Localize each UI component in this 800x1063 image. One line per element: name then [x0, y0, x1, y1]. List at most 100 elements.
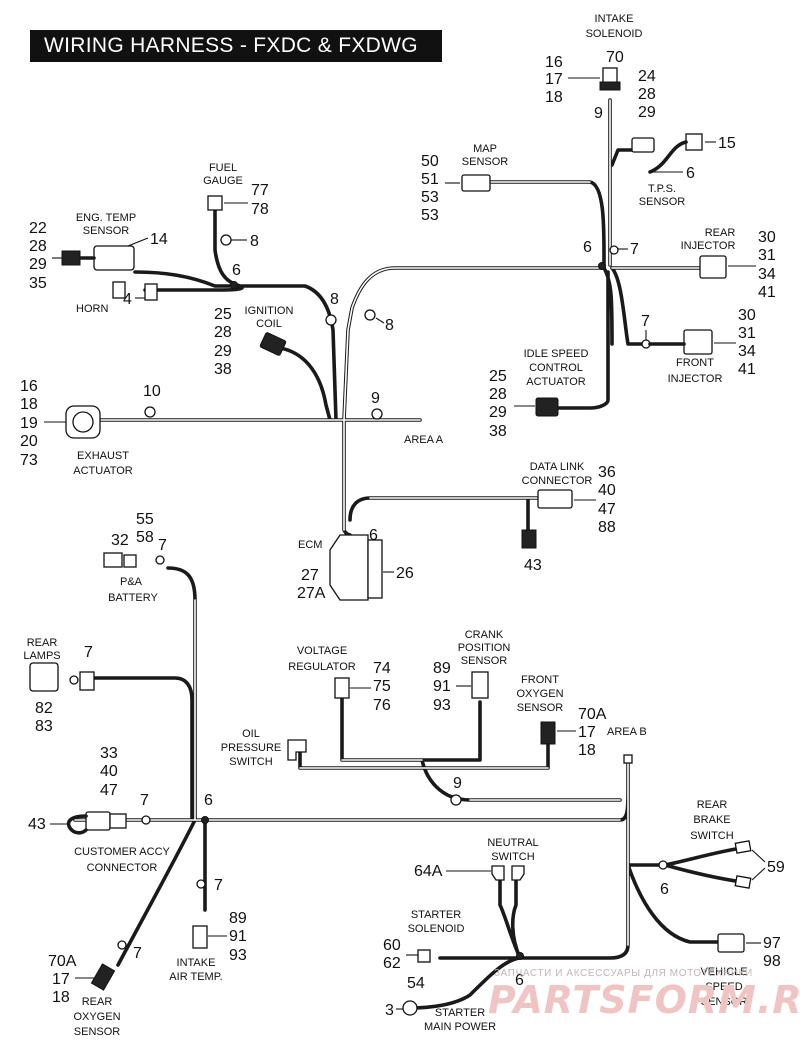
pa-battery-ref-32: 32	[111, 532, 129, 549]
ecm-ref-27: 27	[301, 567, 319, 584]
neutral-switch-terminal-b	[511, 865, 525, 881]
rear-lamps-ref-82: 82	[35, 700, 53, 717]
eng-temp-label-1: ENG. TEMP	[76, 212, 136, 224]
customer-accy-ref-40: 40	[100, 763, 118, 780]
intake-air-temp: 7 89 91 93 INTAKE AIR TEMP.	[169, 877, 247, 983]
rear-injector-label-1: REAR	[705, 227, 736, 239]
iac-label-3: ACTUATOR	[526, 376, 586, 388]
iat-ref-91: 91	[229, 928, 247, 945]
rear-oxygen-ref-70a: 70A	[48, 953, 77, 970]
starter-main-power-ref-54: 54	[407, 975, 425, 992]
rear-injector: REAR INJECTOR 30 31 34 41	[681, 227, 776, 301]
horn-label: HORN	[76, 303, 108, 315]
iac-ref-25: 25	[489, 368, 507, 385]
tps-ref-29: 29	[638, 104, 656, 121]
idle-speed-control-actuator: IDLE SPEED CONTROL ACTUATOR 25 28 29 38	[489, 348, 588, 440]
clip-9-oil	[450, 794, 462, 806]
rear-oxygen-sensor: 7 70A 17 18 REAR OXYGEN SENSOR	[48, 940, 142, 1038]
rear-lamps-connector	[79, 671, 95, 691]
junction-6a-ref: 6	[232, 262, 241, 279]
eng-temp-sensor: ENG. TEMP SENSOR 22 28 29 35 14	[29, 212, 168, 292]
intake-air-temp-connector	[192, 925, 208, 949]
intake-solenoid-label-1: INTAKE	[595, 13, 634, 25]
junctions-upper: 6 8 8 6 7	[230, 239, 639, 334]
map-ref-50: 50	[421, 153, 439, 170]
tps-connector	[631, 137, 655, 153]
rear-brake-terminal-b	[734, 875, 752, 889]
harness-wire	[73, 98, 744, 1010]
junction-6b-ref-7: 7	[630, 241, 639, 258]
rear-brake-label-1: REAR	[697, 799, 728, 811]
pa-battery-label-1: P&A	[120, 576, 143, 588]
ecm-body	[329, 534, 369, 601]
iac-ref-29: 29	[489, 404, 507, 421]
tps-label-1: T.P.S.	[648, 183, 676, 195]
clip-8a-ref: 8	[330, 291, 339, 308]
horn: HORN 4	[76, 281, 158, 315]
junction-6b-ref-6: 6	[583, 239, 592, 256]
crank-ref-89: 89	[433, 660, 451, 677]
iat-ref-7: 7	[214, 877, 223, 894]
data-link-ref-43: 43	[524, 557, 542, 574]
front-injector-ref-30: 30	[738, 307, 756, 324]
map-ref-53a: 53	[421, 189, 439, 206]
fuel-gauge-ref-78: 78	[251, 201, 269, 218]
tps-sensor: 24 28 29 15 6 T.P.S. SENSOR	[631, 68, 736, 208]
rear-oxygen-ref-17: 17	[52, 971, 70, 988]
starter-solenoid-terminal	[417, 949, 431, 963]
watermark: ЗАПЧАСТИ И АКСЕССУАРЫ ДЛЯ МОТОТЕХНИКИ PA…	[488, 968, 800, 1028]
front-oxygen-sensor: FRONT OXYGEN SENSOR 70A 17 18	[516, 674, 606, 759]
rear-injector-ref-41: 41	[758, 284, 776, 301]
clip-7-junction	[609, 245, 619, 255]
fuel-gauge: FUEL GAUGE 77 78 8	[203, 162, 269, 250]
harness-wires	[73, 98, 744, 1010]
rear-injector-label-2: INJECTOR	[681, 240, 736, 252]
fuel-gauge-ref-77: 77	[251, 182, 269, 199]
vehicle-speed-ref-98: 98	[763, 953, 781, 970]
pa-battery-label-2: BATTERY	[108, 592, 158, 604]
ignition-coil-connector	[259, 332, 287, 356]
area-b: AREA B	[607, 726, 647, 764]
map-label-1: MAP	[473, 143, 497, 155]
data-link-label-2: CONNECTOR	[522, 475, 593, 487]
clip-8a	[325, 314, 337, 326]
rear-lamps-ref-83: 83	[35, 718, 53, 735]
horn-connector-a	[112, 281, 126, 299]
intake-solenoid-ref-9: 9	[594, 105, 603, 122]
customer-accy-label-1: CUSTOMER ACCY	[74, 846, 170, 858]
rear-oxygen-ref-7: 7	[133, 945, 142, 962]
rear-injector-ref-31: 31	[758, 247, 776, 264]
tps-sensor-body	[685, 133, 703, 151]
voltage-regulator-ref-75: 75	[373, 678, 391, 695]
rear-lamps-ref-7: 7	[84, 644, 93, 661]
voltage-regulator-ref-76: 76	[373, 697, 391, 714]
front-injector-ref-41: 41	[738, 361, 756, 378]
clip-7-rear-lamps	[69, 675, 79, 685]
starter-solenoid-ref-60: 60	[383, 937, 401, 954]
vehicle-speed-label-3: SENSOR	[701, 996, 748, 1008]
starter-solenoid: STARTER SOLENOID 60 62 6	[383, 909, 524, 989]
ignition-coil-ref-38: 38	[214, 361, 232, 378]
map-ref-53b: 53	[421, 207, 439, 224]
junction-6a	[230, 281, 238, 289]
starter-main-power-label-1: STARTER	[435, 1007, 485, 1019]
crank-position-sensor: CRANK POSITION SENSOR 89 91 93	[433, 629, 510, 714]
front-injector-ref-7: 7	[641, 313, 650, 330]
customer-accy-label-2: CONNECTOR	[87, 862, 158, 874]
front-oxygen-label-3: SENSOR	[517, 702, 564, 714]
vehicle-speed-connector	[717, 933, 745, 953]
area-a: 9 AREA A	[371, 390, 444, 446]
eng-temp-label-2: SENSOR	[83, 225, 130, 237]
exhaust-ref-20: 20	[20, 433, 38, 450]
data-link-ref-47: 47	[598, 501, 616, 518]
area-a-label: AREA A	[404, 434, 444, 446]
pa-battery-ref-7: 7	[158, 537, 167, 554]
clip-10	[144, 406, 156, 418]
map-sensor: MAP SENSOR 50 51 53 53	[421, 143, 508, 224]
tps-ref-24: 24	[638, 68, 656, 85]
data-link-ref-36: 36	[598, 464, 616, 481]
starter-solenoid-ref-6: 6	[515, 972, 524, 989]
clip-9-area-a	[371, 408, 383, 420]
data-link-connector: DATA LINK CONNECTOR 36 40 47 88 43	[521, 461, 616, 574]
